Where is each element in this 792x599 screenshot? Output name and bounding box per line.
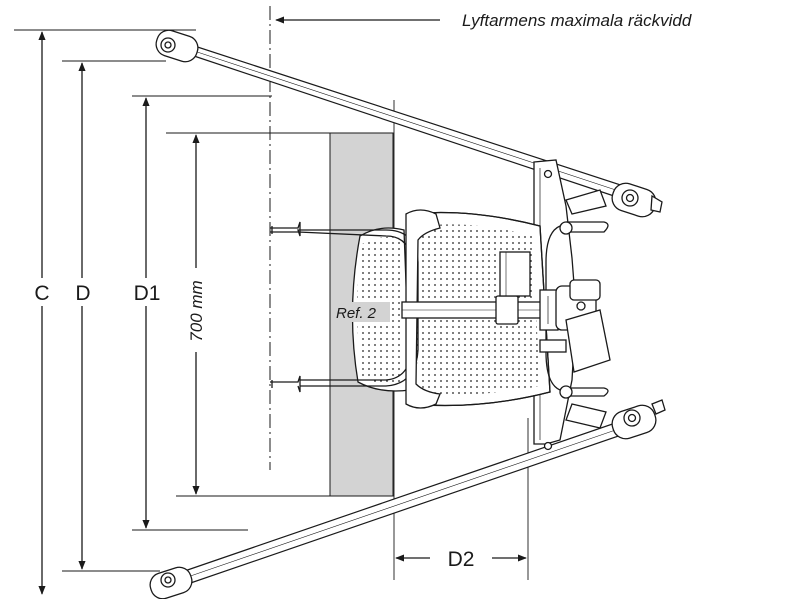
caster-wheel-top-right [611,182,663,218]
caption-text: Lyftarmens maximala räckvidd [462,11,692,30]
upper-leg [175,39,637,203]
dim-d2-label: D2 [448,548,475,571]
dim-d-label: D [75,282,90,305]
caster-wheel-top-left [155,29,199,63]
side-pads [405,209,441,409]
reference-label: Ref. 2 [336,305,377,322]
dim-d1-label: D1 [134,282,161,305]
caster-wheel-bottom-left [149,566,193,599]
lower-leg [169,417,637,589]
caster-wheel-bottom-right [611,399,666,440]
mast-actuator [539,279,611,373]
dim-c-label: C [34,282,49,305]
dim-700-label: 700 mm [187,280,206,341]
